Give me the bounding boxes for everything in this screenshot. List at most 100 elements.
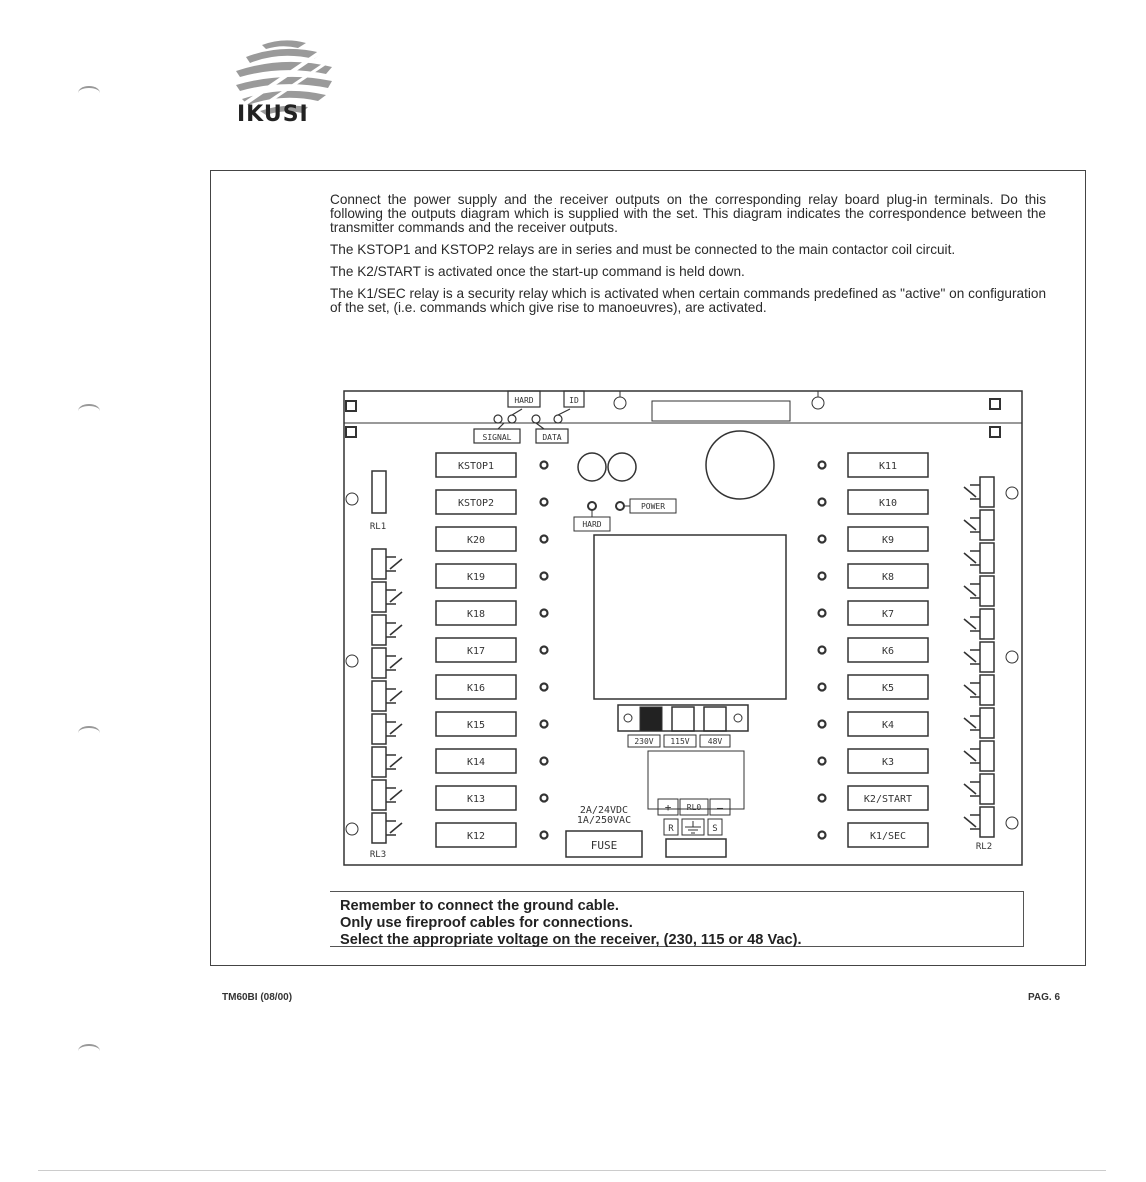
right-relay-label: K1/SEC	[870, 831, 906, 842]
fuse-rating: 1A/250VAC	[577, 815, 631, 826]
left-relay-label: K12	[467, 831, 485, 842]
id-label: ID	[569, 396, 579, 405]
relay-contact	[979, 674, 995, 706]
relay-contact	[979, 641, 995, 673]
data-label: DATA	[542, 433, 561, 442]
left-relay-led	[539, 534, 549, 544]
right-relay-led	[817, 719, 827, 729]
signal-label: SIGNAL	[483, 433, 512, 442]
binder-hole	[78, 404, 100, 418]
left-relay-label: K13	[467, 794, 485, 805]
binder-hole	[78, 1044, 100, 1058]
rl1-label: RL1	[370, 522, 386, 532]
right-relay-label: K8	[882, 572, 894, 583]
right-relay-label: K6	[882, 646, 894, 657]
relay-contact	[371, 713, 387, 745]
right-relay-label: K10	[879, 498, 897, 509]
right-relay-led	[817, 793, 827, 803]
right-relay-led	[817, 571, 827, 581]
right-relay-label: K11	[879, 461, 897, 472]
relay-contact	[979, 476, 995, 508]
relay-board-diagram: HARD ID SIGNAL DATA POWER HARD 230V 115V…	[343, 390, 1023, 866]
divider	[38, 1170, 1106, 1171]
right-relay-box	[847, 526, 929, 552]
right-relay-box	[847, 711, 929, 737]
relay-contact	[979, 806, 995, 838]
relay-switch-icon	[963, 517, 980, 533]
right-relay-label: K7	[882, 609, 894, 620]
relay-contact	[979, 608, 995, 640]
paragraph: The KSTOP1 and KSTOP2 relays are in seri…	[330, 242, 956, 257]
relay-switch-icon	[963, 748, 980, 764]
voltage-48-label: 48V	[708, 737, 723, 746]
left-relay-box	[435, 748, 517, 774]
left-relay-led	[539, 793, 549, 803]
relay-switch-icon	[963, 649, 980, 665]
left-relay-box	[435, 637, 517, 663]
relay-switch-icon	[386, 754, 403, 770]
right-relay-led	[817, 497, 827, 507]
relay-switch-icon	[963, 583, 980, 599]
right-relay-box	[847, 785, 929, 811]
relay-switch-icon	[386, 589, 403, 605]
power-label: POWER	[641, 502, 665, 511]
left-relay-label: KSTOP2	[458, 498, 494, 509]
right-relay-led	[817, 460, 827, 470]
left-relay-label: K18	[467, 609, 485, 620]
right-relay-led	[817, 645, 827, 655]
relay-switch-icon	[386, 688, 403, 704]
terminal-minus: —	[717, 803, 724, 814]
left-relay-box	[435, 526, 517, 552]
right-relay-box	[847, 563, 929, 589]
hard-top-label: HARD	[514, 396, 533, 405]
left-relay-led	[539, 608, 549, 618]
left-relay-led	[539, 460, 549, 470]
paragraph: The K2/START is activated once the start…	[330, 264, 745, 279]
relay-switch-icon	[963, 781, 980, 797]
relay-switch-icon	[963, 682, 980, 698]
left-relay-label: K16	[467, 683, 485, 694]
page-number: PAG. 6	[1028, 992, 1061, 1003]
terminal-plus: +	[665, 801, 672, 814]
right-relay-label: K5	[882, 683, 894, 694]
right-relay-led	[817, 756, 827, 766]
relay-switch-icon	[386, 787, 403, 803]
left-relay-led	[539, 645, 549, 655]
doc-code: TM60BI (08/00)	[222, 992, 293, 1003]
relay-contact	[371, 581, 387, 613]
left-relay-box	[435, 452, 517, 478]
left-relay-box	[435, 489, 517, 515]
right-relay-label: K9	[882, 535, 894, 546]
relay-contact	[371, 746, 387, 778]
note-line: Select the appropriate voltage on the re…	[340, 932, 802, 948]
left-relay-led	[539, 756, 549, 766]
relay-contact	[979, 542, 995, 574]
relay-switch-icon	[386, 721, 403, 737]
content-frame	[210, 170, 1086, 966]
left-relay-led	[539, 830, 549, 840]
left-relay-label: K17	[467, 646, 485, 657]
relay-contact	[371, 614, 387, 646]
paragraph: The K1/SEC relay is a security relay whi…	[330, 286, 1046, 315]
left-relay-label: K15	[467, 720, 485, 731]
right-relay-led	[817, 608, 827, 618]
relay-switch-icon	[963, 814, 980, 830]
left-relay-label: K19	[467, 572, 485, 583]
rl2-label: RL2	[976, 842, 992, 852]
binder-hole	[78, 726, 100, 740]
right-relay-box	[847, 822, 929, 848]
relay-switch-icon	[386, 622, 403, 638]
left-relay-box	[435, 822, 517, 848]
right-relay-led	[817, 682, 827, 692]
relay-switch-icon	[963, 616, 980, 632]
relay-contact	[979, 575, 995, 607]
right-relay-label: K4	[882, 720, 894, 731]
right-relay-box	[847, 637, 929, 663]
relay-switch-icon	[963, 484, 980, 500]
right-relay-box	[847, 748, 929, 774]
left-relay-label: KSTOP1	[458, 461, 494, 472]
relay-contact	[371, 779, 387, 811]
fuse-label: FUSE	[591, 839, 618, 852]
left-relay-led	[539, 719, 549, 729]
instructions-text: Connect the power supply and the receive…	[330, 193, 1046, 323]
